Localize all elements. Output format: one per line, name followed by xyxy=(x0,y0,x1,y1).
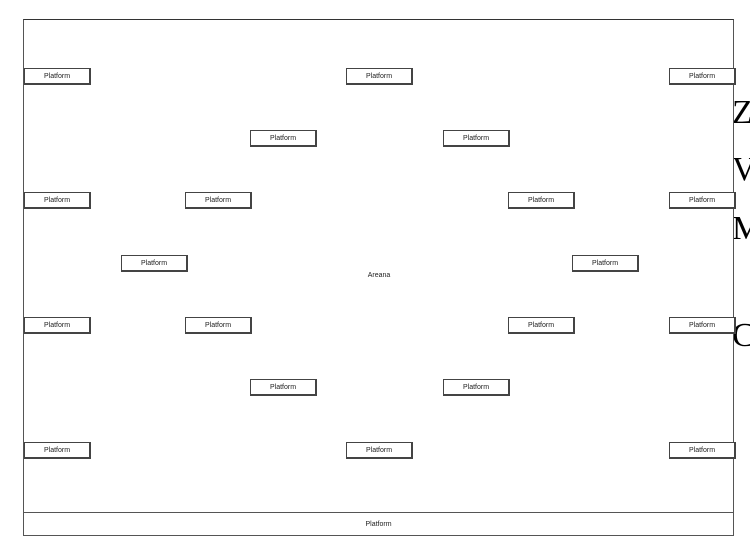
platform-box[interactable]: Platform xyxy=(24,192,91,209)
platform-box[interactable]: Platform xyxy=(508,192,575,209)
platform-box[interactable]: Platform xyxy=(346,68,413,85)
platform-box[interactable]: Platform xyxy=(24,317,91,334)
bottom-platform[interactable]: Platform xyxy=(24,512,733,536)
bullet-text: Z xyxy=(732,94,750,131)
platform-box[interactable]: Platform xyxy=(669,442,736,459)
platform-box[interactable]: Platform xyxy=(443,379,510,396)
platform-box[interactable]: Platform xyxy=(24,442,91,459)
platform-box[interactable]: Platform xyxy=(121,255,188,272)
arena-label: Areana xyxy=(367,272,391,279)
platform-box[interactable]: Platform xyxy=(185,317,252,334)
platform-box[interactable]: Platform xyxy=(346,442,413,459)
platform-box[interactable]: Platform xyxy=(250,130,317,147)
platform-box[interactable]: Platform xyxy=(669,192,736,209)
platform-box[interactable]: Platform xyxy=(669,68,736,85)
bullet-text: V xyxy=(732,151,750,188)
platform-box[interactable]: Platform xyxy=(572,255,639,272)
platform-box[interactable]: Platform xyxy=(24,68,91,85)
bullet-text: M xyxy=(732,210,750,247)
platform-box[interactable]: Platform xyxy=(443,130,510,147)
platform-box[interactable]: Platform xyxy=(250,379,317,396)
platform-box[interactable]: Platform xyxy=(508,317,575,334)
platform-box[interactable]: Platform xyxy=(185,192,252,209)
bullet-text: C xyxy=(732,317,750,354)
platform-box[interactable]: Platform xyxy=(669,317,736,334)
